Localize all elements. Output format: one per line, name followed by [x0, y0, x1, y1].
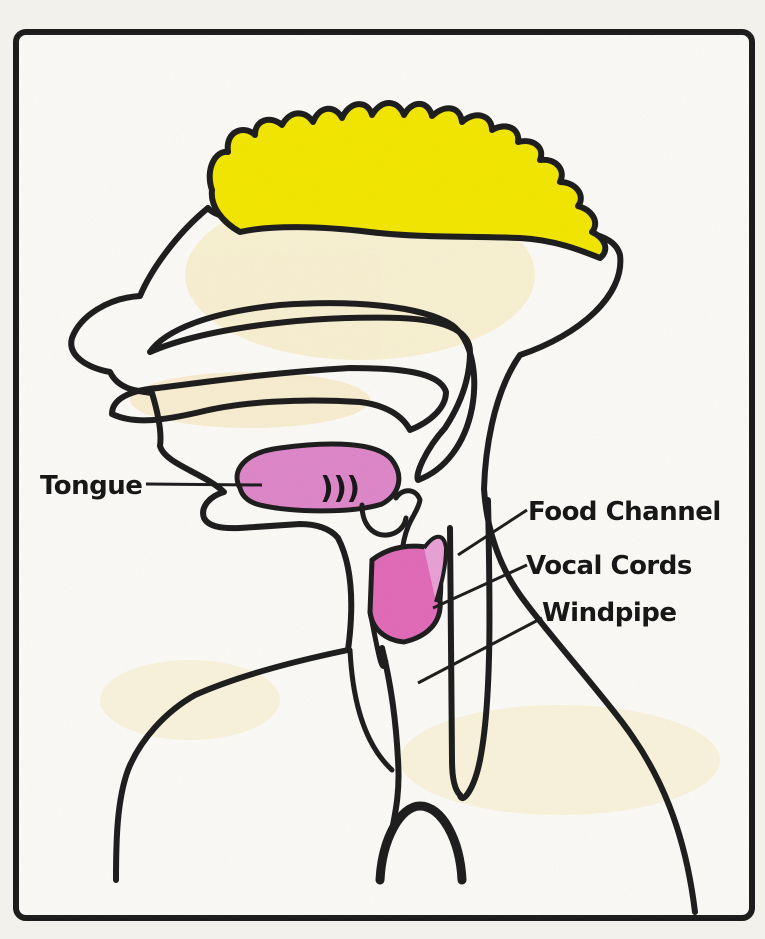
paper-grain — [16, 32, 752, 918]
